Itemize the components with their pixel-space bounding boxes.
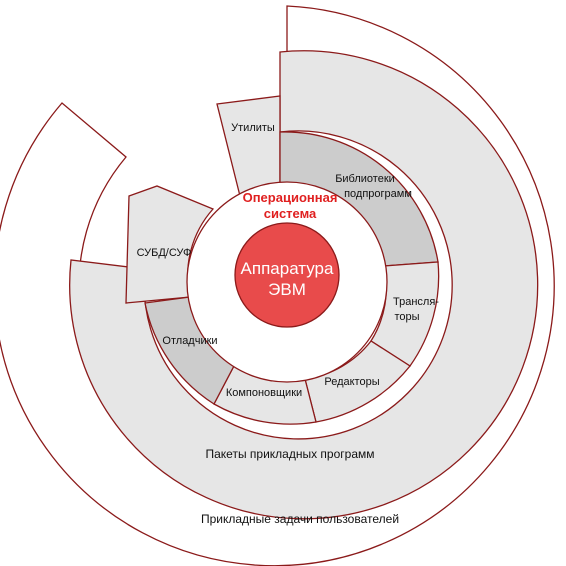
libraries-label-line2: подпрограмм	[344, 188, 412, 200]
debuggers-label: Отладчики	[162, 335, 217, 347]
utilities-segment	[216, 95, 281, 197]
user-tasks-label: Прикладные задачи пользователей	[201, 512, 399, 526]
os-label-line2: система	[264, 206, 317, 221]
application-packages-label: Пакеты прикладных программ	[205, 447, 374, 461]
editors-label: Редакторы	[324, 376, 379, 388]
os-label-line1: Операционная	[243, 190, 338, 205]
linkers-label: Компоновщики	[226, 387, 302, 399]
translators-label-line1: Трансля-	[393, 296, 439, 308]
core-label-line1: Аппаратура	[241, 259, 334, 278]
utilities-label: Утилиты	[231, 122, 275, 134]
hardware-core	[234, 222, 340, 328]
translators-label-line2: торы	[394, 311, 419, 323]
dbms-label: СУБД/СУФ	[137, 247, 192, 259]
libraries-label-line1: Библиотеки	[335, 173, 395, 185]
application-packages-ring	[69, 50, 539, 520]
core-label-line2: ЭВМ	[268, 280, 306, 299]
